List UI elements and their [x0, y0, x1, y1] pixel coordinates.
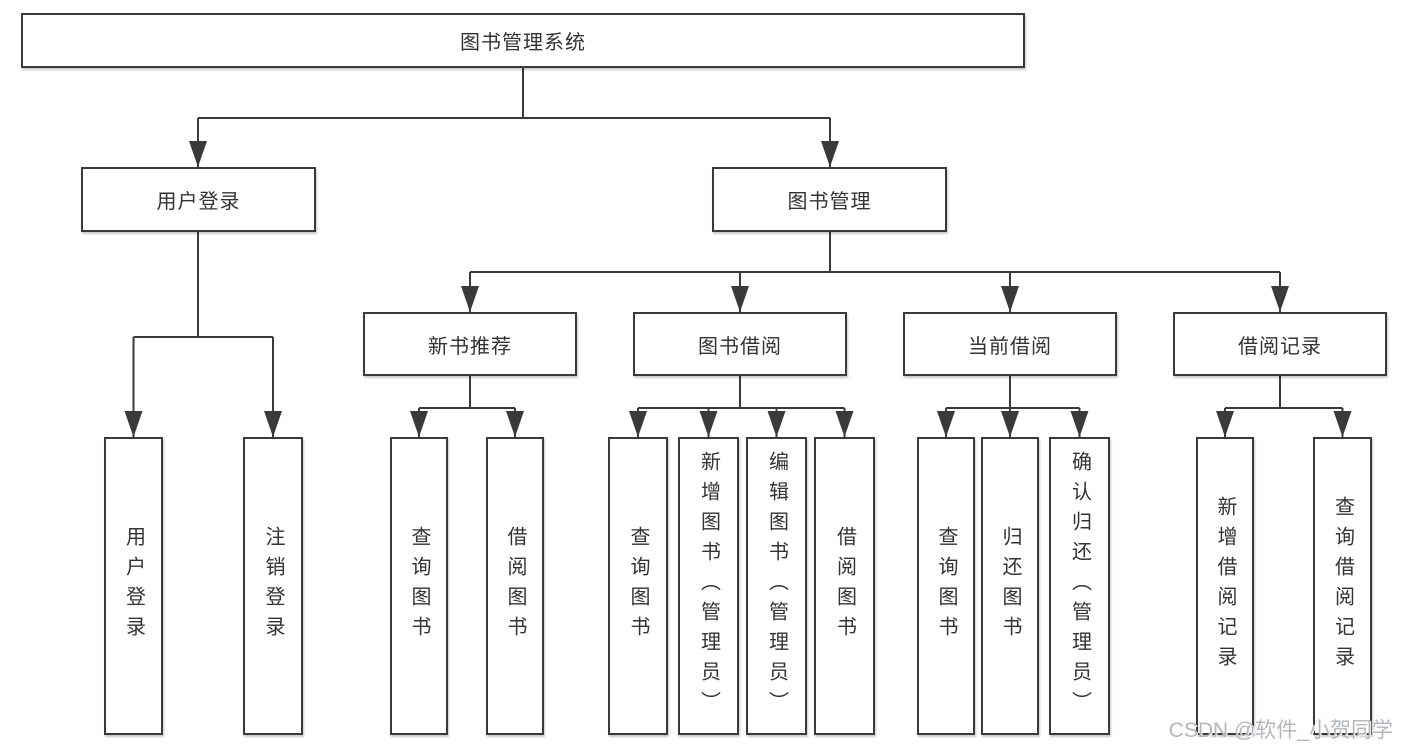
node-label: 新书推荐	[428, 335, 512, 358]
node-current-borrowing: 当前借阅	[903, 312, 1117, 376]
node-user-login: 用户登录	[81, 167, 316, 232]
leaf-query-books-recommend: 查询图书	[390, 437, 448, 735]
node-label: 借阅图书	[833, 526, 856, 646]
node-new-book-recommendation: 新书推荐	[363, 312, 577, 376]
node-label: 用户登录	[156, 191, 241, 213]
leaf-user-login: 用户登录	[104, 437, 163, 735]
node-label: 图书管理	[787, 191, 872, 213]
leaf-query-books-current: 查询图书	[917, 437, 975, 735]
leaf-edit-books-admin: 编辑图书（管理员）	[746, 437, 807, 735]
node-label: 注销登录	[262, 526, 284, 646]
leaf-query-books-borrowing: 查询图书	[608, 437, 668, 735]
node-label: 编辑图书（管理员）	[765, 451, 788, 721]
leaf-borrow-books-borrowing: 借阅图书	[814, 437, 875, 735]
leaf-confirm-return-admin: 确认归还（管理员）	[1049, 437, 1110, 735]
csdn-watermark: CSDN @软件_小贺同学	[1168, 719, 1393, 742]
node-label: 查询图书	[627, 526, 649, 646]
leaf-add-books-admin: 新增图书（管理员）	[678, 437, 739, 735]
leaf-logout: 注销登录	[243, 437, 303, 735]
node-label: 新增图书（管理员）	[697, 451, 720, 721]
node-book-borrowing: 图书借阅	[633, 312, 847, 376]
node-label: 当前借阅	[968, 335, 1052, 358]
leaf-add-borrow-record: 新增借阅记录	[1196, 437, 1254, 735]
node-label: 新增借阅记录	[1214, 496, 1236, 676]
node-label: 借阅图书	[504, 526, 526, 646]
leaf-return-books: 归还图书	[981, 437, 1039, 735]
node-label: 图书借阅	[698, 335, 782, 358]
node-borrowing-records: 借阅记录	[1173, 312, 1387, 376]
node-label: 图书管理系统	[460, 32, 586, 54]
node-label: 借阅记录	[1238, 335, 1322, 358]
node-root-library-management-system: 图书管理系统	[21, 13, 1025, 68]
node-label: 查询图书	[935, 526, 957, 646]
node-book-management: 图书管理	[712, 167, 947, 232]
node-label: 查询借阅记录	[1331, 496, 1354, 676]
leaf-borrow-books-recommend: 借阅图书	[486, 437, 544, 735]
node-label: 确认归还（管理员）	[1068, 451, 1091, 721]
node-label: 查询图书	[408, 526, 430, 646]
node-label: 归还图书	[999, 526, 1021, 646]
node-label: 用户登录	[122, 526, 145, 646]
leaf-query-borrow-record: 查询借阅记录	[1313, 437, 1372, 735]
